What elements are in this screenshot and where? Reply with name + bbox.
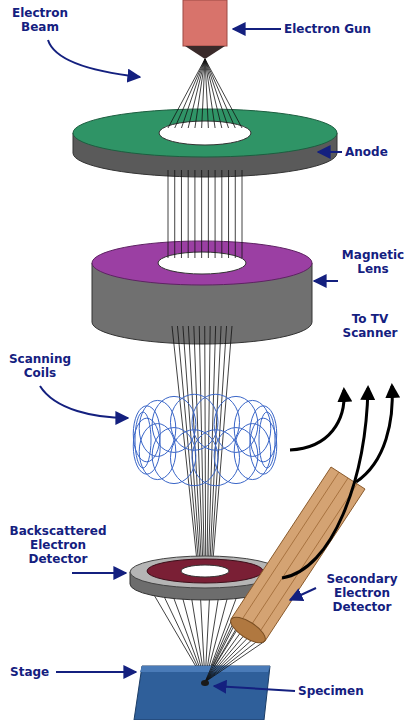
detector-ring bbox=[147, 559, 263, 583]
anode-ring bbox=[73, 109, 337, 157]
beam-ray bbox=[208, 326, 215, 566]
gun-tip bbox=[185, 46, 225, 59]
part-label: Electron Beam bbox=[4, 6, 76, 34]
beam-ray bbox=[174, 170, 175, 258]
coil-loop bbox=[152, 396, 196, 452]
leader-arrow bbox=[318, 151, 342, 153]
leader-arrow bbox=[233, 28, 281, 30]
scatter-ray bbox=[205, 633, 253, 682]
stage-plate bbox=[134, 666, 270, 720]
anode-hole bbox=[159, 121, 251, 145]
leader-arrow bbox=[214, 686, 295, 691]
beam-ray bbox=[228, 170, 229, 258]
beam-ray bbox=[194, 170, 195, 258]
detector-mouth bbox=[227, 612, 269, 647]
coil-loop bbox=[192, 394, 240, 450]
part-label: Secondary Electron Detector bbox=[316, 572, 408, 614]
leader-arrow bbox=[40, 386, 128, 418]
beam-ray bbox=[168, 170, 169, 258]
leader-arrow bbox=[290, 588, 316, 600]
leader-arrow bbox=[48, 40, 140, 77]
beam-ray bbox=[181, 170, 182, 258]
leader-arrow bbox=[72, 572, 126, 574]
beam-ray bbox=[242, 170, 243, 258]
leader-arrow bbox=[314, 280, 338, 282]
scanning-coils bbox=[133, 394, 276, 485]
beam-ray bbox=[205, 59, 222, 128]
beam-ray bbox=[175, 59, 205, 128]
leader-arrow bbox=[56, 671, 136, 673]
beam-ray bbox=[195, 59, 205, 128]
beam-ray bbox=[205, 59, 229, 128]
scatter-ray bbox=[205, 625, 240, 683]
signal-arrow bbox=[290, 390, 344, 450]
detector-hole bbox=[181, 565, 229, 577]
part-label: Anode bbox=[345, 145, 405, 159]
coil-loop bbox=[133, 406, 160, 462]
scatter-ray bbox=[205, 630, 249, 682]
signal-arrow bbox=[356, 386, 392, 482]
part-label: Backscattered Electron Detector bbox=[2, 524, 114, 566]
beam-ray bbox=[221, 170, 222, 258]
coil-loop bbox=[170, 430, 218, 486]
coil-loop bbox=[170, 394, 218, 450]
beam-ray bbox=[188, 170, 189, 258]
beam-ray bbox=[202, 59, 205, 128]
coil-loop bbox=[192, 430, 240, 486]
scatter-ray bbox=[205, 622, 236, 682]
coil-loop bbox=[259, 412, 275, 468]
coil-loop bbox=[250, 418, 277, 474]
scatter-ray bbox=[205, 641, 265, 682]
coil-loop bbox=[214, 396, 258, 452]
signal-arrow bbox=[282, 388, 368, 578]
beam-ray bbox=[235, 170, 236, 258]
coil-loop bbox=[250, 406, 277, 462]
beam-ray bbox=[208, 170, 209, 258]
part-label: Stage bbox=[10, 665, 70, 679]
beam-ray bbox=[168, 59, 205, 128]
coil-loop bbox=[139, 400, 176, 456]
beam-ray bbox=[188, 59, 205, 128]
beam-ray bbox=[201, 170, 202, 258]
coil-loop bbox=[135, 412, 151, 468]
beam-ray bbox=[204, 326, 206, 566]
beam-ray bbox=[215, 170, 216, 258]
scatter-ray bbox=[205, 636, 257, 683]
scatter-ray bbox=[205, 627, 244, 682]
part-label: Magnetic Lens bbox=[338, 248, 408, 276]
scatter-ray bbox=[205, 638, 261, 682]
secondary-detector bbox=[231, 467, 365, 641]
electron-gun bbox=[183, 0, 227, 46]
part-label: Scanning Coils bbox=[4, 352, 76, 380]
beam-ray bbox=[211, 326, 226, 566]
beam-ray bbox=[205, 59, 235, 128]
part-label: To TV Scanner bbox=[334, 312, 406, 340]
part-label: Electron Gun bbox=[284, 22, 404, 36]
beam-ray bbox=[183, 326, 200, 566]
stage-top bbox=[140, 666, 270, 672]
coil-loop bbox=[234, 400, 271, 456]
beam-ray bbox=[181, 59, 205, 128]
specimen bbox=[201, 680, 209, 686]
beam-ray bbox=[205, 59, 242, 128]
part-label: Specimen bbox=[298, 684, 398, 698]
